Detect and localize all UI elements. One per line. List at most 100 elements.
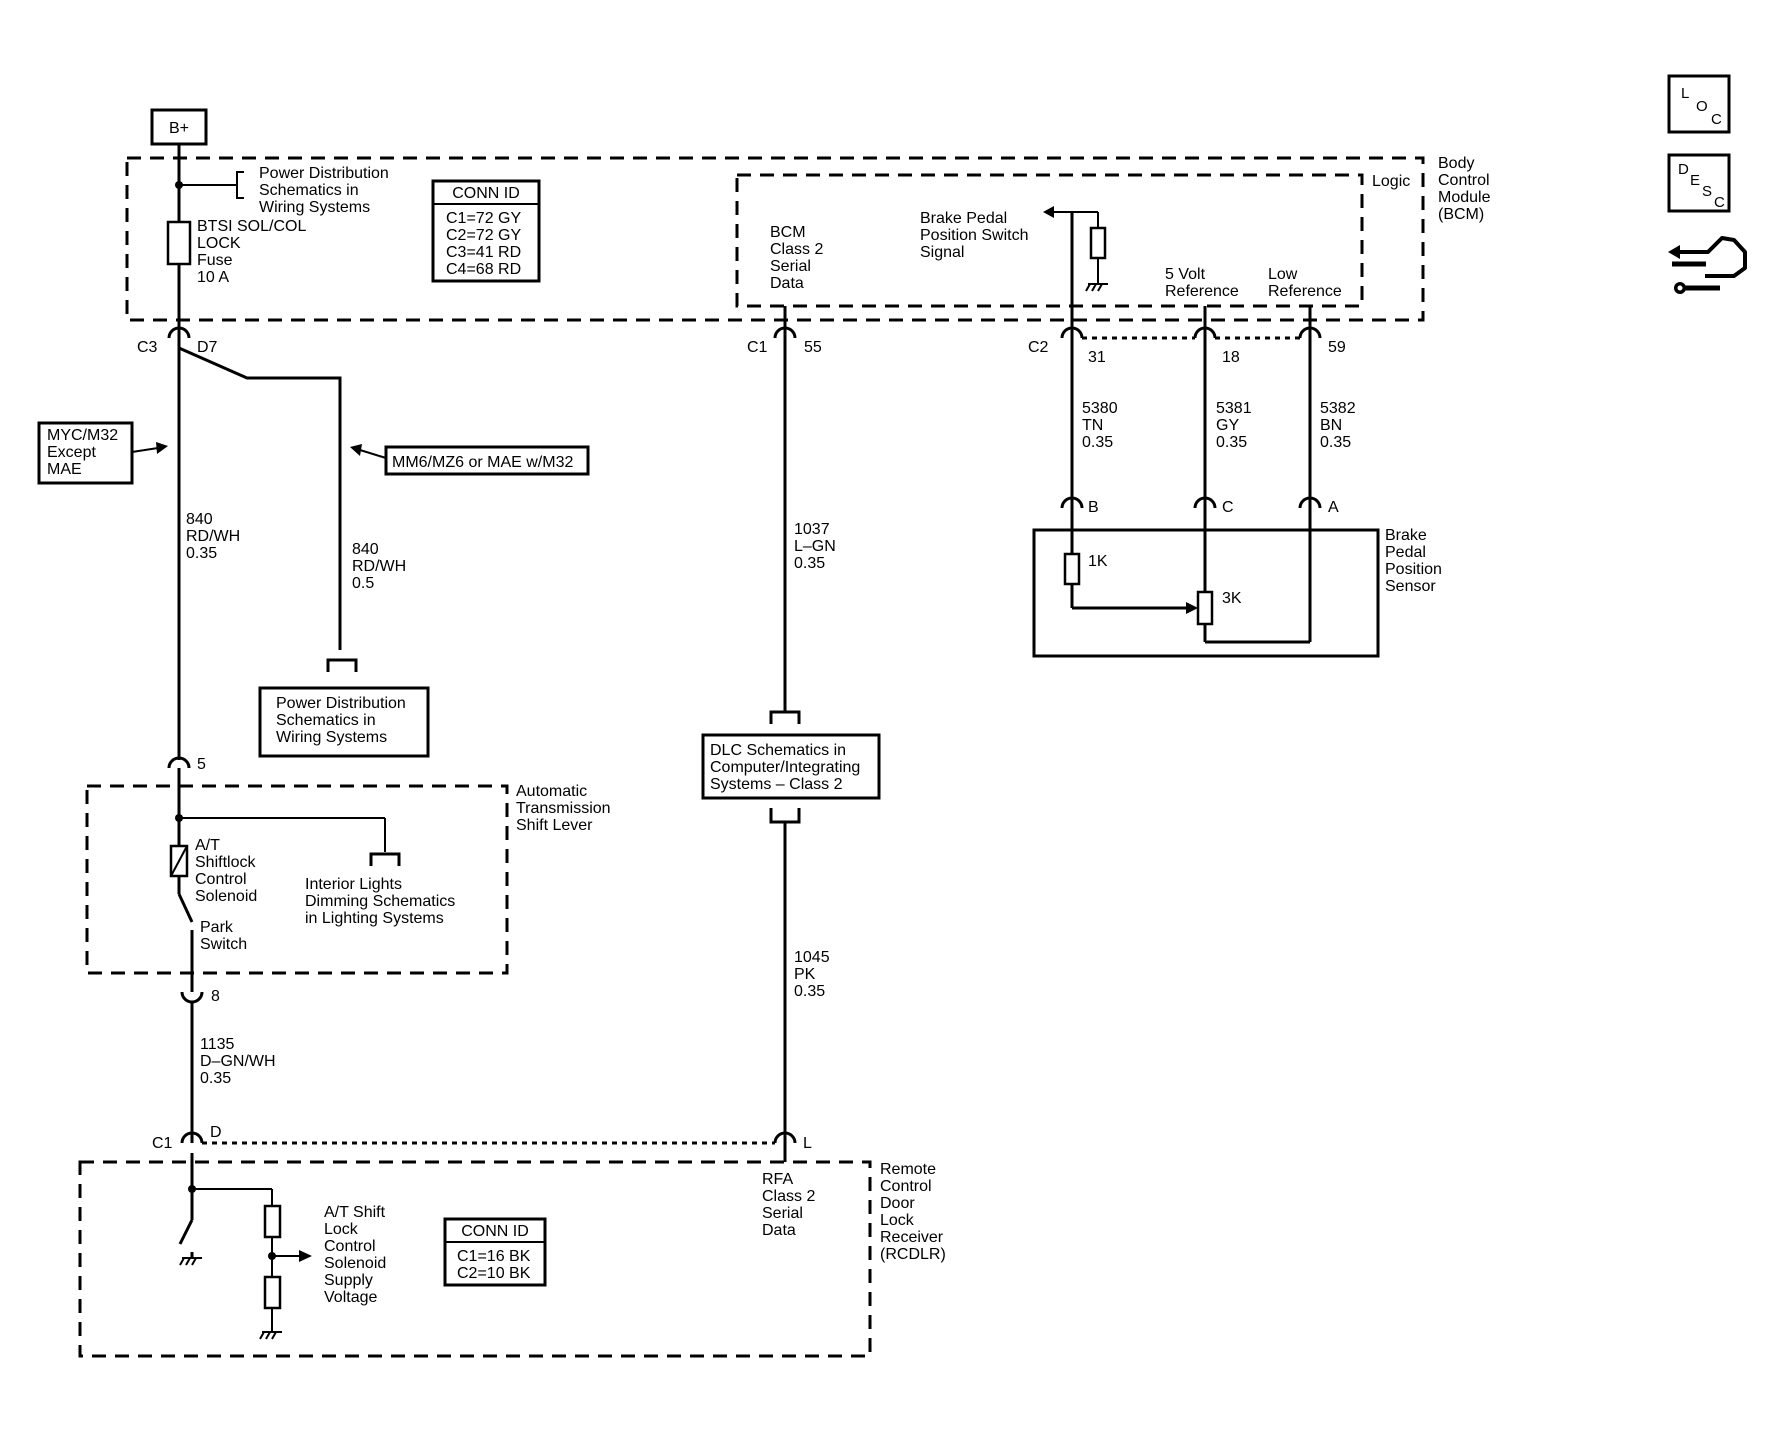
svg-text:Control: Control (324, 1238, 376, 1255)
potentiometer-3k-label: 3K (1222, 590, 1242, 607)
pd-box-label: Power Distribution Schematics in Wiring … (276, 695, 406, 746)
svg-text:Computer/Integrating: Computer/Integrating (710, 759, 860, 776)
arrow-icon (156, 442, 168, 454)
svg-text:C: C (1714, 194, 1725, 211)
pd-box (258, 686, 430, 758)
svg-text:Lock: Lock (880, 1212, 915, 1229)
svg-text:Serial: Serial (762, 1205, 803, 1222)
bpps-label: Brake Pedal Position Sensor (1385, 527, 1442, 595)
svg-text:0.35: 0.35 (1216, 434, 1247, 451)
svg-text:5381: 5381 (1216, 400, 1252, 417)
pin-label: 18 (1222, 349, 1240, 366)
desc-icon[interactable]: D E S C (1667, 153, 1731, 213)
supply-resistor-lower (263, 1275, 282, 1310)
arrow-icon (1186, 602, 1198, 614)
connector-c2-31 (1060, 326, 1084, 339)
pin-label: A (1328, 499, 1339, 516)
svg-text:Signal: Signal (920, 244, 964, 261)
connector-l (773, 1131, 797, 1144)
svg-text:Power Distribution: Power Distribution (276, 695, 406, 712)
potentiometer-3k (1196, 590, 1214, 626)
pin-label: 8 (211, 988, 220, 1005)
svg-text:0.35: 0.35 (794, 555, 825, 572)
supply-voltage-label: A/T Shift Lock Control Solenoid Supply V… (324, 1204, 386, 1306)
svg-text:840: 840 (352, 541, 379, 558)
connector-pin-c (1193, 496, 1217, 509)
svg-text:Voltage: Voltage (324, 1289, 377, 1306)
pin-label: 31 (1088, 349, 1106, 366)
svg-text:0.5: 0.5 (352, 575, 374, 592)
svg-text:Park: Park (200, 919, 234, 936)
connector-pin-b (1060, 496, 1084, 509)
interior-lights-label: Interior Lights Dimming Schematics in Li… (305, 876, 455, 927)
svg-text:0.35: 0.35 (200, 1070, 231, 1087)
dlc-box-label: DLC Schematics in Computer/Integrating S… (710, 742, 860, 793)
svg-text:Interior Lights: Interior Lights (305, 876, 402, 893)
svg-text:BCM: BCM (770, 224, 806, 241)
brake-signal-label: Brake Pedal Position Switch Signal (920, 210, 1029, 261)
svg-text:Wiring Systems: Wiring Systems (259, 199, 370, 216)
conn-id-bcm-table (431, 179, 541, 283)
connector-c2-18 (1193, 326, 1217, 339)
loc-icon[interactable]: L O C (1667, 74, 1731, 134)
option-myc-box (37, 421, 134, 485)
five-volt-ref-label: 5 Volt Reference (1165, 266, 1239, 300)
resistor-1k-label: 1K (1088, 553, 1108, 570)
svg-text:Position Switch: Position Switch (920, 227, 1029, 244)
svg-text:Data: Data (762, 1222, 796, 1239)
resistor-1k (1063, 552, 1081, 586)
svg-text:1135: 1135 (200, 1036, 235, 1053)
supply-resistor-upper (263, 1204, 282, 1239)
svg-text:1045: 1045 (794, 949, 830, 966)
connector-label: C3 (137, 339, 158, 356)
svg-text:MYC/M32: MYC/M32 (47, 427, 118, 444)
svg-text:Sensor: Sensor (1385, 578, 1436, 595)
svg-text:DLC Schematics in: DLC Schematics in (710, 742, 846, 759)
wire-840-branch (178, 346, 342, 650)
shift-lever-label: Automatic Transmission Shift Lever (516, 783, 611, 834)
svg-text:Body: Body (1438, 155, 1474, 172)
svg-text:L–GN: L–GN (794, 538, 836, 555)
pin-label: 59 (1328, 339, 1346, 356)
park-switch-label: Park Switch (200, 919, 247, 953)
svg-text:RD/WH: RD/WH (352, 558, 406, 575)
connector-label: C2 (1028, 339, 1049, 356)
logic-label: Logic (1372, 173, 1410, 190)
wire-5380-label: 5380 TN 0.35 (1082, 400, 1118, 451)
connector-c1-55 (773, 326, 797, 339)
arrow-icon (350, 444, 362, 456)
connector-label: C1 (152, 1135, 173, 1152)
svg-text:Reference: Reference (1165, 283, 1239, 300)
svg-text:A/T Shift: A/T Shift (324, 1204, 386, 1221)
low-ref-label: Low Reference (1268, 266, 1342, 300)
bcm-outline (125, 156, 1425, 322)
svg-text:Shiftlock: Shiftlock (195, 854, 256, 871)
conn-id-rcdlr-title: CONN ID (461, 1223, 529, 1240)
ground-icon (179, 1257, 202, 1266)
svg-text:840: 840 (186, 511, 213, 528)
connector-c1-d (180, 1131, 204, 1144)
conn-id-bcm-row: C2=72 GY (446, 227, 521, 244)
svg-text:Power Distribution: Power Distribution (259, 165, 389, 182)
bcm-label: Body Control Module (BCM) (1438, 155, 1491, 223)
svg-text:Switch: Switch (200, 936, 247, 953)
ground-icon (1085, 283, 1108, 292)
pullup-resistor (1089, 226, 1107, 260)
svg-text:0.35: 0.35 (1082, 434, 1113, 451)
svg-text:Transmission: Transmission (516, 800, 611, 817)
svg-text:Class 2: Class 2 (770, 241, 823, 258)
svg-text:Solenoid: Solenoid (324, 1255, 386, 1272)
conn-id-rcdlr-table (443, 1217, 547, 1287)
conn-id-rcdlr-row: C2=10 BK (457, 1265, 531, 1282)
svg-text:TN: TN (1082, 417, 1103, 434)
rcdlr-outline (78, 1160, 872, 1358)
svg-text:Wiring Systems: Wiring Systems (276, 729, 387, 746)
svg-text:RD/WH: RD/WH (186, 528, 240, 545)
repair-hand-icon[interactable] (1668, 236, 1747, 294)
park-switch (177, 893, 194, 923)
connector-pin-a (1298, 496, 1322, 509)
arrow-icon (299, 1250, 312, 1262)
svg-text:Shift Lever: Shift Lever (516, 817, 593, 834)
svg-text:0.35: 0.35 (186, 545, 217, 562)
